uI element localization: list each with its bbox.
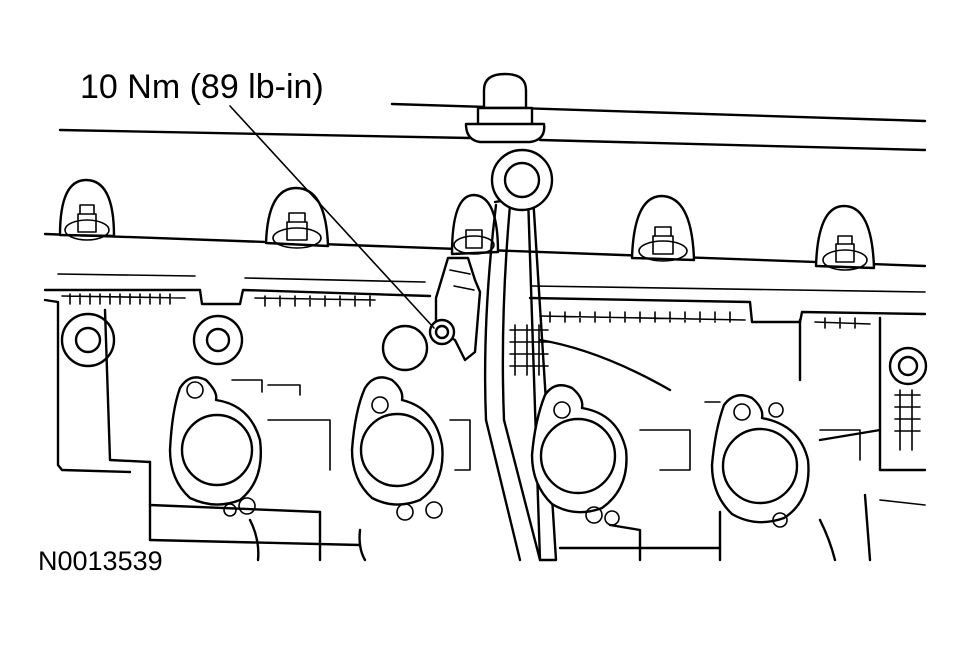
exhaust-port-2 — [350, 376, 444, 521]
port-spacers — [231, 379, 861, 471]
cover-bolt-2 — [264, 186, 330, 249]
torque-callout: 10 Nm (89 lb-in) — [80, 68, 324, 106]
cover-bolt-3 — [450, 193, 500, 256]
exhaust-port-4 — [710, 394, 810, 528]
cover-bolt-4 — [630, 194, 696, 262]
valve-cover-outline — [43, 102, 927, 324]
bracket-bolt — [428, 318, 456, 346]
head-bolt-holes — [60, 312, 928, 386]
sensor-stud — [464, 72, 546, 144]
ground-wire — [483, 148, 558, 562]
exhaust-port-1 — [168, 376, 262, 517]
cover-bolt-1 — [58, 178, 116, 241]
head-bottom-outline — [148, 518, 837, 562]
hatching — [61, 293, 921, 451]
figure-id: N0013539 — [38, 546, 163, 576]
cylinder-head-body — [43, 298, 927, 562]
leader-line — [229, 105, 435, 329]
exhaust-port-3 — [530, 384, 628, 526]
cover-bolt-5 — [814, 204, 876, 271]
